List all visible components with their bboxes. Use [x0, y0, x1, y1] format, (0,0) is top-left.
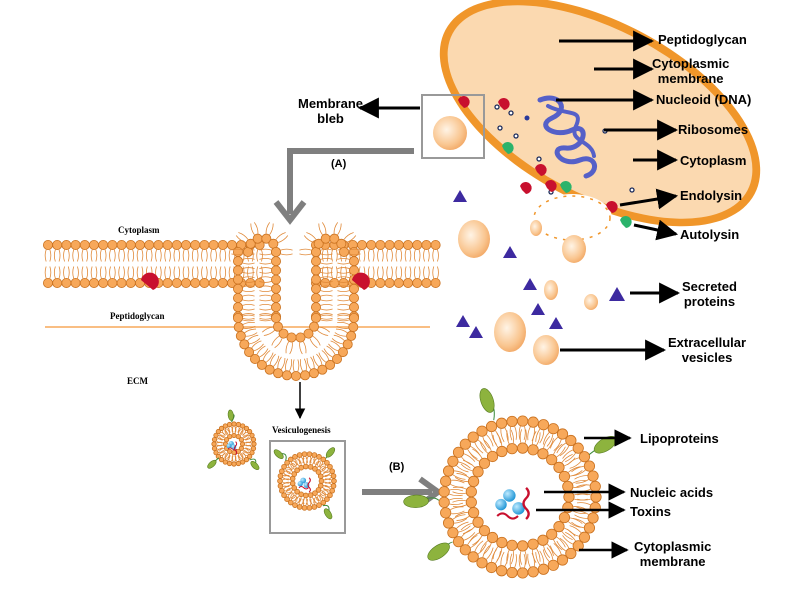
label-cytoplasmic-membrane-line2: membrane	[657, 71, 724, 86]
label-peptidoglycan: Peptidoglycan	[658, 32, 747, 47]
label-toxins: Toxins	[630, 504, 671, 519]
label-secreted-proteins-line2: proteins	[683, 294, 736, 309]
label-ribosomes: Ribosomes	[678, 122, 749, 137]
label-membrane-bleb: Membrane bleb	[298, 96, 363, 126]
secreted-proteins	[453, 190, 625, 338]
ribosome-dot	[524, 115, 530, 121]
small-vesicle-left	[207, 409, 260, 471]
label-nucleoid: Nucleoid (DNA)	[656, 92, 752, 107]
label-secreted-proteins: Secreted proteins	[682, 279, 737, 309]
membrane-bilayer	[43, 222, 441, 381]
label-endolysin: Endolysin	[680, 188, 743, 203]
vesicle-highlight-box	[269, 440, 346, 534]
arrow-a	[273, 148, 414, 225]
vesicle-label-arrows	[536, 429, 632, 559]
cell-label-arrows	[357, 30, 681, 361]
nucleoid-dna	[537, 95, 597, 179]
detail-peptidoglycan: Peptidoglycan	[110, 311, 165, 321]
label-membrane-bleb-line2: bleb	[317, 111, 344, 126]
label-vesicle-membrane-line1: Cytoplasmic	[634, 539, 712, 554]
detail-cytoplasm: Cytoplasm	[118, 225, 160, 235]
bleb-highlight-box	[421, 94, 485, 159]
label-lipoproteins: Lipoproteins	[640, 431, 719, 446]
autolysins	[502, 142, 632, 228]
ribosomes	[494, 104, 635, 195]
outer-membrane-vesicle	[403, 388, 617, 579]
step-b-label: (B)	[389, 461, 405, 473]
membrane-proteins	[141, 272, 370, 290]
label-cytoplasm: Cytoplasm	[680, 153, 747, 168]
label-cytoplasmic-membrane: Cytoplasmic membrane	[652, 56, 729, 86]
extracellular-vesicles	[458, 220, 598, 365]
label-vesicle-membrane: Cytoplasmic membrane	[634, 539, 711, 569]
label-membrane-bleb-line1: Membrane	[298, 96, 364, 111]
label-autolysin: Autolysin	[680, 227, 740, 242]
endolysins	[458, 96, 618, 213]
label-secreted-proteins-line1: Secreted	[682, 279, 737, 294]
small-vesicle-boxed	[273, 447, 337, 520]
label-cytoplasmic-membrane-line1: Cytoplasmic	[652, 56, 730, 71]
membrane-bleb	[433, 116, 467, 150]
label-extracellular-vesicles-line2: vesicles	[681, 350, 733, 365]
step-a-label: (A)	[331, 158, 347, 170]
label-extracellular-vesicles: Extracellular vesicles	[668, 335, 746, 365]
label-vesicle-membrane-line2: membrane	[639, 554, 706, 569]
detail-ecm: ECM	[127, 376, 148, 386]
label-nucleic-acids: Nucleic acids	[630, 485, 714, 500]
label-extracellular-vesicles-line1: Extracellular	[668, 335, 747, 350]
detail-vesiculogenesis: Vesiculogenesis	[272, 425, 331, 435]
